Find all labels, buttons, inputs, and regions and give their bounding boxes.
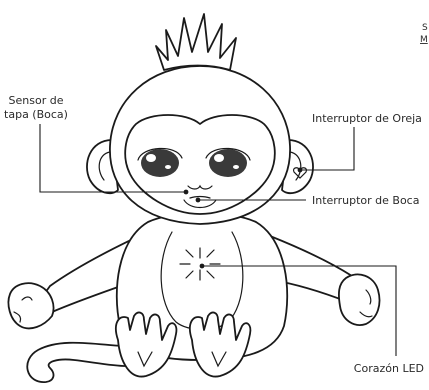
monkey-tail [27, 343, 126, 382]
monkey-left-hand [8, 283, 53, 328]
ear-switch-label: Interruptor de Oreja [312, 112, 422, 125]
monkey-right-hand [339, 274, 380, 325]
monkey-left-eye [141, 149, 179, 177]
mouth-switch-label: Interruptor de Boca [312, 194, 419, 207]
sensor-label-line2: tapa (Boca) [4, 108, 68, 121]
monkey-hair-tuft [156, 14, 236, 70]
monkey-right-eye [209, 149, 247, 177]
clipped-text-line1: S [422, 23, 428, 33]
heart-led-label: Corazón LED [354, 362, 424, 375]
sensor-label-line1: Sensor de [9, 94, 64, 107]
clipped-text-line2: M [420, 35, 428, 45]
